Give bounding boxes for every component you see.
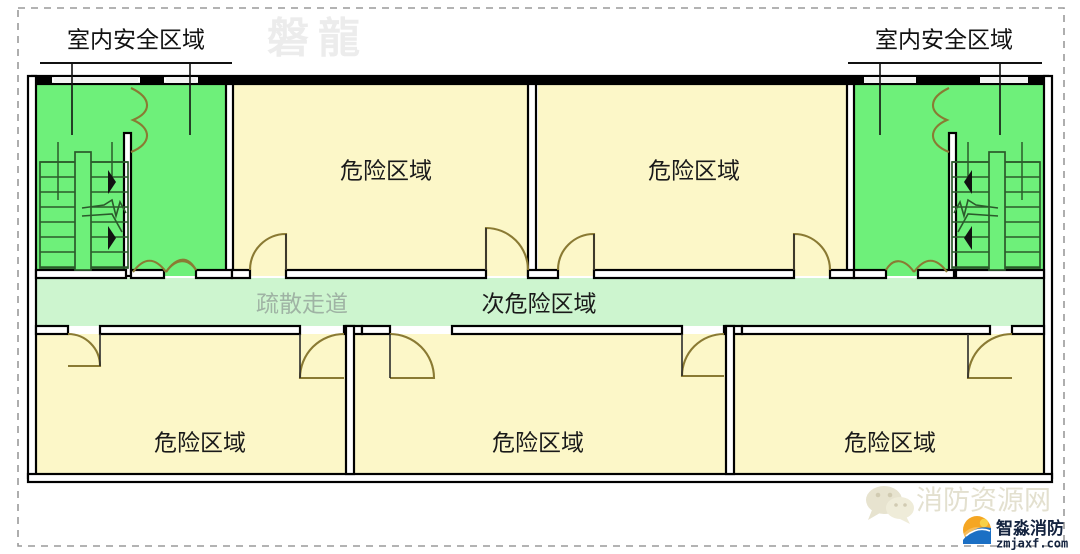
door-danger-bottom-2a bbox=[389, 332, 436, 380]
zone-danger-bottom-2-fill bbox=[354, 334, 726, 474]
wechat-icon bbox=[866, 486, 914, 524]
partition-wall-left-safe bbox=[224, 82, 235, 278]
watermark-brand-text: 智淼消防 bbox=[996, 518, 1064, 539]
zone-corridor-fill bbox=[36, 278, 1044, 326]
watermark-brand-group: 智淼消防 zmjaxf.com bbox=[962, 515, 1068, 551]
zone-danger-top-1-fill bbox=[232, 84, 528, 276]
label-danger-top-2: 危险区域 bbox=[648, 159, 740, 185]
callout-left-label: 室内安全区域 bbox=[67, 28, 205, 54]
label-corridor-evacuation: 疏散走道 bbox=[256, 292, 348, 318]
staircase-left bbox=[39, 142, 129, 271]
dashed-outer-border bbox=[17, 7, 1065, 547]
partition-wall-right-safe bbox=[845, 82, 856, 278]
wall-system bbox=[26, 74, 1054, 484]
partition-wall-top-middle bbox=[526, 82, 538, 278]
stair-landing-right bbox=[988, 151, 1006, 271]
stair-arrow-down-right bbox=[964, 226, 972, 250]
door-danger-top-1b bbox=[484, 226, 530, 271]
exterior-wall-top bbox=[30, 74, 1050, 86]
staircase-right bbox=[951, 142, 1041, 271]
stair-break-line-right bbox=[953, 198, 999, 220]
zone-danger-bottom-3-fill bbox=[734, 334, 1044, 474]
stair-break-line-left bbox=[81, 198, 127, 220]
brand-logo-icon bbox=[962, 515, 992, 545]
watermark-panlong: 磐龍 bbox=[267, 14, 369, 63]
door-danger-top-1 bbox=[248, 232, 288, 271]
label-danger-top-1: 危险区域 bbox=[340, 159, 432, 185]
door-vestibule-left-c bbox=[132, 259, 167, 273]
door-stair-vestibule-right bbox=[931, 87, 950, 153]
label-danger-bottom-1: 危险区域 bbox=[154, 431, 246, 457]
exterior-wall-right bbox=[1042, 74, 1054, 480]
label-danger-bottom-2: 危险区域 bbox=[492, 431, 584, 457]
zone-danger-bottom-1-fill bbox=[36, 334, 346, 474]
stair-arrow-down-left bbox=[108, 226, 116, 250]
callout-right-label: 室内安全区域 bbox=[875, 28, 1013, 54]
exterior-wall-bottom bbox=[26, 472, 1054, 484]
watermark-wechat-group: 消防资源网 bbox=[866, 486, 1051, 524]
corridor-wall-bottom bbox=[34, 324, 1046, 336]
partition-wall-bottom-2 bbox=[724, 324, 736, 476]
stair-landing-left bbox=[74, 151, 92, 271]
stair-arrow-up-left bbox=[108, 170, 116, 194]
door-danger-top-2b bbox=[792, 232, 832, 271]
door-vestibule-right-b bbox=[913, 259, 948, 273]
door-vestibule-right-a bbox=[885, 260, 915, 273]
label-danger-bottom-3: 危险区域 bbox=[844, 431, 936, 457]
callout-right: 室内安全区域 bbox=[848, 28, 1042, 135]
stair-arrow-up-right bbox=[964, 170, 972, 194]
exterior-wall-left bbox=[26, 74, 38, 480]
door-leaves bbox=[99, 228, 969, 378]
zone-danger-top-2-fill bbox=[538, 84, 848, 276]
door-vestibule-left-b bbox=[165, 258, 197, 273]
partition-wall-bottom-1 bbox=[344, 324, 356, 476]
door-danger-top-2 bbox=[556, 232, 596, 271]
watermark-brand-url: zmjaxf.com bbox=[996, 537, 1068, 551]
watermark-wechat-text: 消防资源网 bbox=[916, 486, 1051, 517]
label-corridor-subdanger: 次危险区域 bbox=[482, 292, 597, 318]
callout-left: 室内安全区域 bbox=[40, 28, 232, 135]
door-stair-vestibule-left bbox=[130, 87, 149, 153]
